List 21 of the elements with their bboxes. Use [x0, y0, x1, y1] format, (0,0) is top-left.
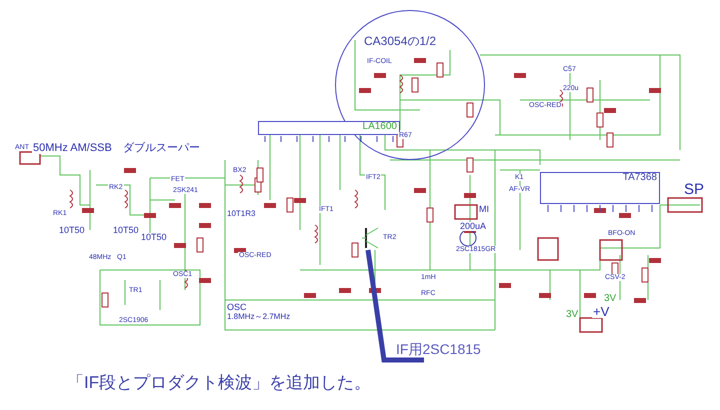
part-label: OSC [226, 303, 248, 312]
meter-label: MI [478, 205, 490, 214]
leader-line [366, 250, 424, 362]
part-label: 3V [565, 310, 580, 320]
part-label: 10T50 [112, 226, 140, 235]
part-label: 10T1R3 [226, 210, 256, 218]
transistor-symbol [362, 226, 380, 250]
ic-label: CA3054の1/2 [364, 33, 436, 50]
part-label: 10T50 [58, 226, 86, 235]
ic-name: TA7368 [622, 172, 657, 183]
board-title: 50MHz AM/SSB ダブルスーパー [32, 143, 201, 154]
part-label: 10T50 [140, 233, 168, 242]
ic-package-box [540, 172, 660, 204]
part-label: IF用2SC1815 [396, 341, 481, 359]
part-label: 1.8MHz～2.7MHz [226, 313, 292, 321]
ic-package-box [258, 121, 400, 135]
part-label: 200uA [459, 222, 488, 231]
part-label: +V [592, 305, 610, 318]
ic-name: LA1600 [362, 121, 397, 132]
speaker-label: SP [683, 182, 706, 197]
part-label: 3V [603, 294, 618, 304]
